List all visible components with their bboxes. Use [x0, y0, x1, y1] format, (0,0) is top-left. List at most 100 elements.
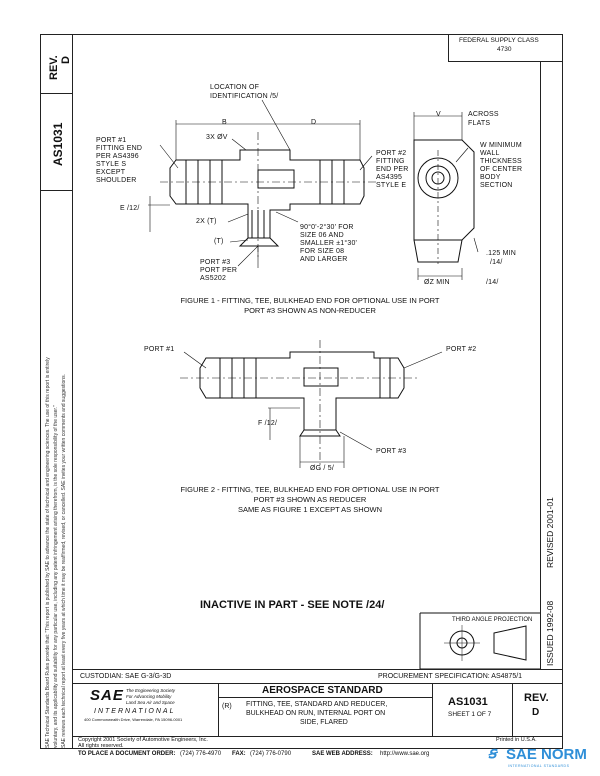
tb-v3	[512, 683, 513, 736]
fig1-dim-t: (T)	[214, 238, 224, 245]
figure1-side-view	[413, 112, 479, 280]
fig1-port1-line5: EXCEPT	[96, 169, 126, 176]
figure1-fitting	[148, 99, 378, 268]
fig2-caption-3: SAME AS FIGURE 1 EXCEPT AS SHOWN	[237, 505, 383, 514]
fig1-angle-line1: 90°0'-2°30' FOR	[300, 224, 354, 231]
standard-heading: AEROSPACE STANDARD	[262, 685, 383, 696]
fig1-wall-line1: W MINIMUM	[480, 142, 522, 149]
fig2-port3: PORT #3	[376, 448, 407, 455]
fig1-wall-line2: WALL	[480, 150, 500, 157]
fig1-caption-2: PORT #3 SHOWN AS NON-REDUCER	[244, 306, 376, 315]
fig1-port1-line1: PORT #1	[96, 137, 127, 144]
fig1-dim-e: E /12/	[120, 205, 140, 212]
title-line-1: FITTING, TEE, STANDARD AND REDUCER,	[246, 701, 388, 708]
sae-international: INTERNATIONAL	[94, 708, 176, 715]
fig1-location-label-1: LOCATION OF	[210, 84, 260, 91]
watermark-icon: ꞩ	[488, 745, 497, 762]
fig1-angle-line5: AND LARGER	[300, 256, 348, 263]
fig1-dim-2t: 2X (T)	[196, 218, 217, 225]
footer-order-phone: (724) 776-4970	[180, 751, 222, 757]
fig1-port2-line3: END PER	[376, 166, 409, 173]
sae-logo: SAE	[90, 687, 124, 704]
footer-web-value: http://www.sae.org	[380, 751, 430, 757]
frame-right	[562, 34, 563, 749]
tb-v2	[432, 683, 433, 736]
fig1-dim-14: /14/	[486, 279, 499, 286]
watermark: ꞩ SAE NORM INTERNATIONAL STANDARDS	[488, 744, 598, 774]
watermark-text: SAE NORM	[506, 746, 587, 763]
footer-fax-value: (724) 776-0790	[250, 751, 292, 757]
fig1-wall-line3: THICKNESS	[480, 158, 522, 165]
fig1-port3-line2: PORT PER	[200, 267, 238, 274]
sae-address: 400 Commonwealth Drive, Warrendale, PA 1…	[84, 717, 183, 722]
footer-web-label: SAE WEB ADDRESS:	[312, 751, 373, 757]
tb-rev-value: D	[532, 707, 540, 718]
fig1-dim-v: V	[436, 111, 441, 118]
tb-v1	[218, 683, 219, 736]
left-strip-divider-2	[40, 190, 73, 191]
fig1-wall-line4: OF CENTER	[480, 166, 523, 173]
tb-row2	[72, 683, 562, 684]
procurement-spec: PROCUREMENT SPECIFICATION: AS4875/1	[378, 673, 523, 680]
custodian: CUSTODIAN: SAE G-3/G-3D	[80, 673, 172, 680]
fig1-across-1: ACROSS	[468, 111, 499, 118]
federal-supply-box: FEDERAL SUPPLY CLASS 4730	[448, 34, 563, 62]
fig1-dim-b: B	[222, 119, 227, 126]
frame-bottom	[40, 748, 563, 749]
fig1-wall-line6: SECTION	[480, 182, 513, 189]
fig1-location-label-2: IDENTIFICATION /5/	[210, 93, 279, 100]
footer-copyright: Copyright 2001 Society of Automotive Eng…	[78, 737, 208, 743]
watermark-subtext: INTERNATIONAL STANDARDS	[508, 764, 570, 768]
projection-label: THIRD ANGLE PROJECTION	[452, 617, 533, 623]
fig1-port1-line6: SHOULDER	[96, 177, 137, 184]
fig2-port2: PORT #2	[446, 346, 477, 353]
left-strip-border	[72, 34, 73, 749]
tb-row3	[218, 697, 432, 698]
right-strip-border	[540, 61, 541, 669]
fig1-port1-line2: FITTING END	[96, 145, 143, 152]
fig2-dim-f: F /12/	[258, 420, 278, 427]
fig2-dim-g: ØG / 5/	[310, 465, 334, 472]
fig1-port1-line3: PER AS4396	[96, 153, 139, 160]
tb-doc-number: AS1031	[448, 696, 488, 708]
fig1-dim-125-line1: .125 MIN	[486, 250, 516, 257]
fig1-dim-125-line2: /14/	[490, 259, 503, 266]
tb-bottom	[72, 736, 562, 737]
fig2-caption-2: PORT #3 SHOWN AS REDUCER	[253, 495, 367, 504]
inactive-notice: INACTIVE IN PART - SEE NOTE /24/	[200, 599, 385, 611]
fig1-port3-line1: PORT #3	[200, 259, 231, 266]
figure2-fitting	[180, 340, 443, 470]
footer-fax-label: FAX:	[232, 751, 246, 757]
fig1-dim-z: ØZ MIN	[424, 279, 450, 286]
federal-supply-line2: 4730	[497, 46, 512, 53]
fig1-port2-line2: FITTING	[376, 158, 405, 165]
fig1-caption-1: FIGURE 1 - FITTING, TEE, BULKHEAD END FO…	[180, 296, 440, 305]
fig1-port2-line1: PORT #2	[376, 150, 407, 157]
frame-top	[40, 34, 563, 35]
fig1-angle-line4: FOR SIZE 08	[300, 248, 345, 255]
fig1-port1-line4: STYLE S	[96, 161, 127, 168]
fig2-port1: PORT #1	[144, 346, 175, 353]
fig2-caption-1: FIGURE 2 - FITTING, TEE, BULKHEAD END FO…	[180, 485, 440, 494]
title-line-3: SIDE, FLARED	[300, 719, 348, 726]
r-marker: (R)	[222, 703, 232, 710]
footer-order-label: TO PLACE A DOCUMENT ORDER:	[78, 751, 176, 757]
fig1-dim-d: D	[311, 119, 317, 126]
tb-sheet: SHEET 1 OF 7	[448, 711, 492, 718]
footer-printed: Printed in U.S.A.	[496, 737, 537, 743]
left-strip-divider-1	[40, 93, 73, 94]
fig1-across-2: FLATS	[468, 120, 491, 127]
sae-tagline-2: For Advancing Mobility	[126, 694, 172, 699]
fig1-port2-line4: AS4395	[376, 174, 403, 181]
sae-tagline-3: Land Sea Air and Space	[126, 700, 175, 705]
fig1-port2-line5: STYLE E	[376, 182, 407, 189]
fig1-dia-v: 3X ØV	[206, 134, 228, 141]
fig1-wall-line5: BODY	[480, 174, 501, 181]
title-line-2: BULKHEAD ON RUN, INTERNAL PORT ON	[246, 710, 386, 717]
footer-rights: All rights reserved.	[78, 743, 124, 749]
fig1-port3-line3: AS5202	[200, 275, 227, 282]
fig1-angle-line2: SIZE 06 AND	[300, 232, 344, 239]
tb-top	[72, 669, 562, 670]
frame-left	[40, 34, 41, 749]
